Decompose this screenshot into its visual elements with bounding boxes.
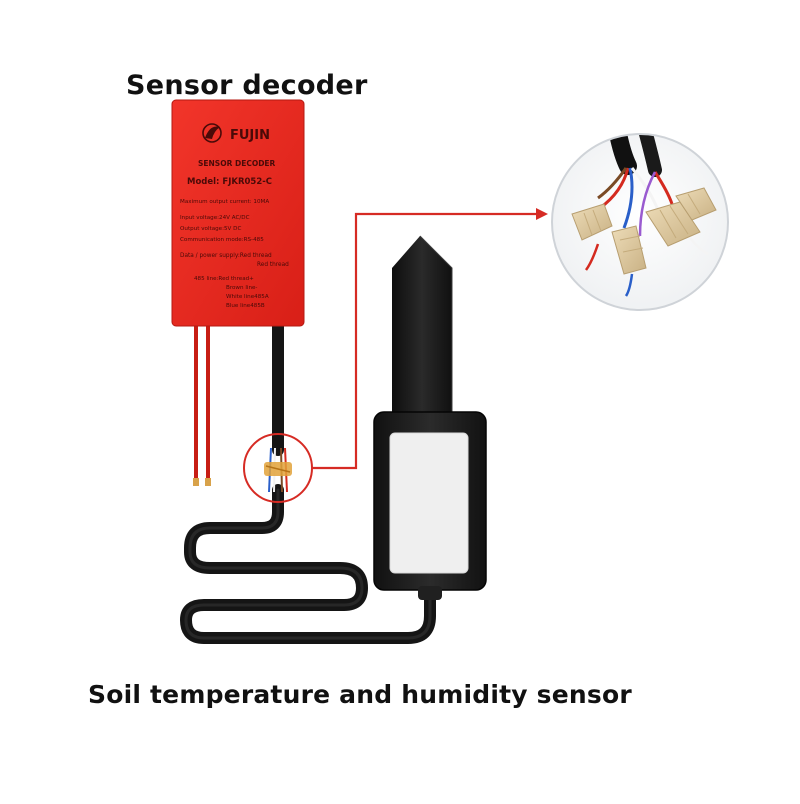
wire-splice: [264, 447, 292, 493]
decoder-output-voltage: Output voltage:5V DC: [180, 226, 241, 232]
leaf-logo-icon: [202, 123, 222, 143]
decoder-wire-line-4: Blue line485B: [226, 303, 265, 309]
callout-arrow: [312, 208, 548, 470]
decoder-title: Sensor decoder: [126, 70, 368, 101]
sensor-decoder-box: FUJIN SENSOR DECODER Model: FJKR052-C Ma…: [171, 99, 305, 327]
decoder-model: Model: FJKR052-C: [187, 177, 272, 187]
decoder-wire-line-3: White line485A: [226, 294, 269, 300]
decoder-wire-line-1: 485 line:Red thread+: [194, 276, 254, 282]
sensor-probe-blade: [392, 236, 452, 426]
sensor-title: Soil temperature and humidity sensor: [88, 680, 632, 709]
decoder-wire-line-2: Brown line-: [226, 285, 257, 291]
sensor-cable: [180, 312, 436, 644]
decoder-input-voltage: Input voltage:24V AC/DC: [180, 215, 250, 221]
decoder-power-line-1: Data / power supply:Red thread: [180, 253, 272, 259]
decoder-communication: Communication mode:RS-485: [180, 237, 264, 243]
decoder-max-current: Maximum output current: 10MA: [180, 199, 269, 205]
sensor-window: [390, 433, 468, 573]
decoder-heading: SENSOR DECODER: [198, 159, 276, 168]
sensor-cable-gland: [418, 586, 442, 600]
decoder-brand: FUJIN: [230, 128, 270, 143]
soil-sensor: [373, 235, 487, 600]
decoder-power-line-2: Red thread: [257, 262, 289, 268]
power-leads: [193, 318, 211, 486]
connector-zoom-inset: [551, 133, 729, 311]
